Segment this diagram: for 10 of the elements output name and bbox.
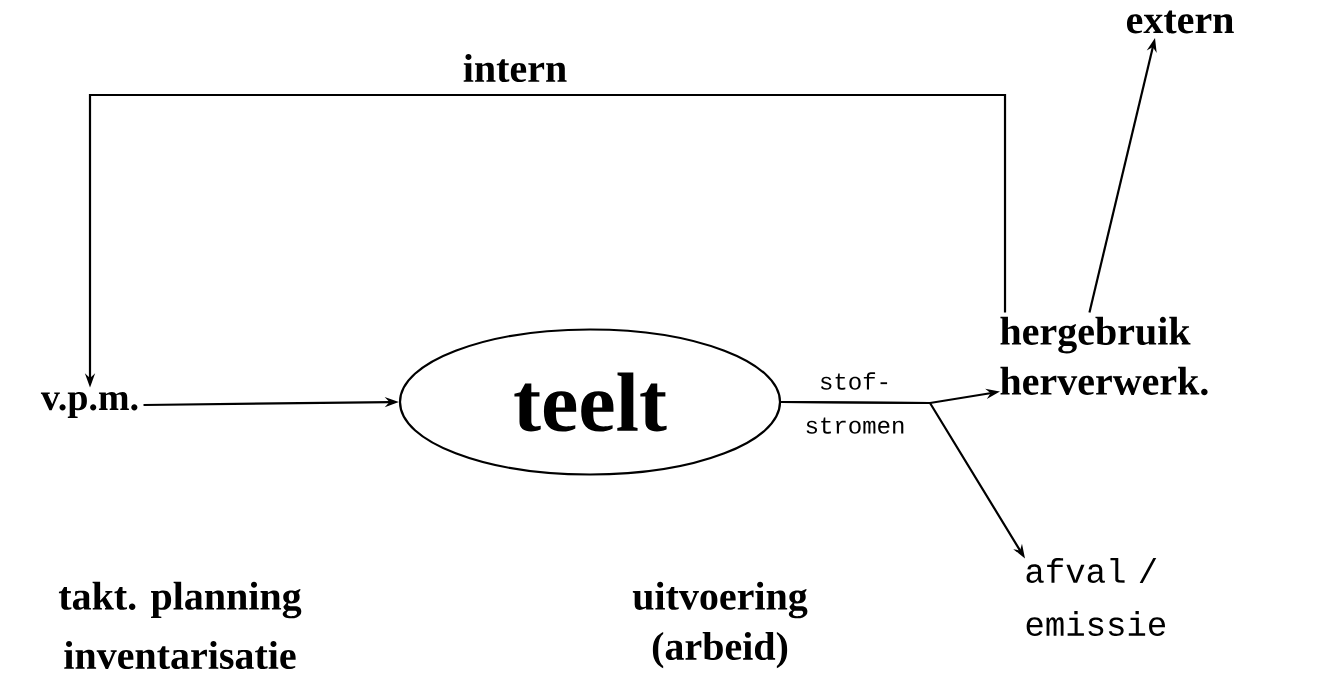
label-text: inventarisatie <box>64 640 296 670</box>
label-text: extern <box>1126 10 1234 34</box>
label-text: afval / emissie <box>1026 558 1165 636</box>
label-text: (arbeid) <box>652 631 788 669</box>
label-text: v.p.m. <box>40 392 138 418</box>
label-text: uitvoering <box>632 581 808 619</box>
edge-label: stof- stromen <box>806 372 904 434</box>
edge-label: intern <box>463 53 567 83</box>
label-text: takt. planning <box>58 581 302 619</box>
label-text: hergebruik herverwerk. <box>1000 316 1208 396</box>
